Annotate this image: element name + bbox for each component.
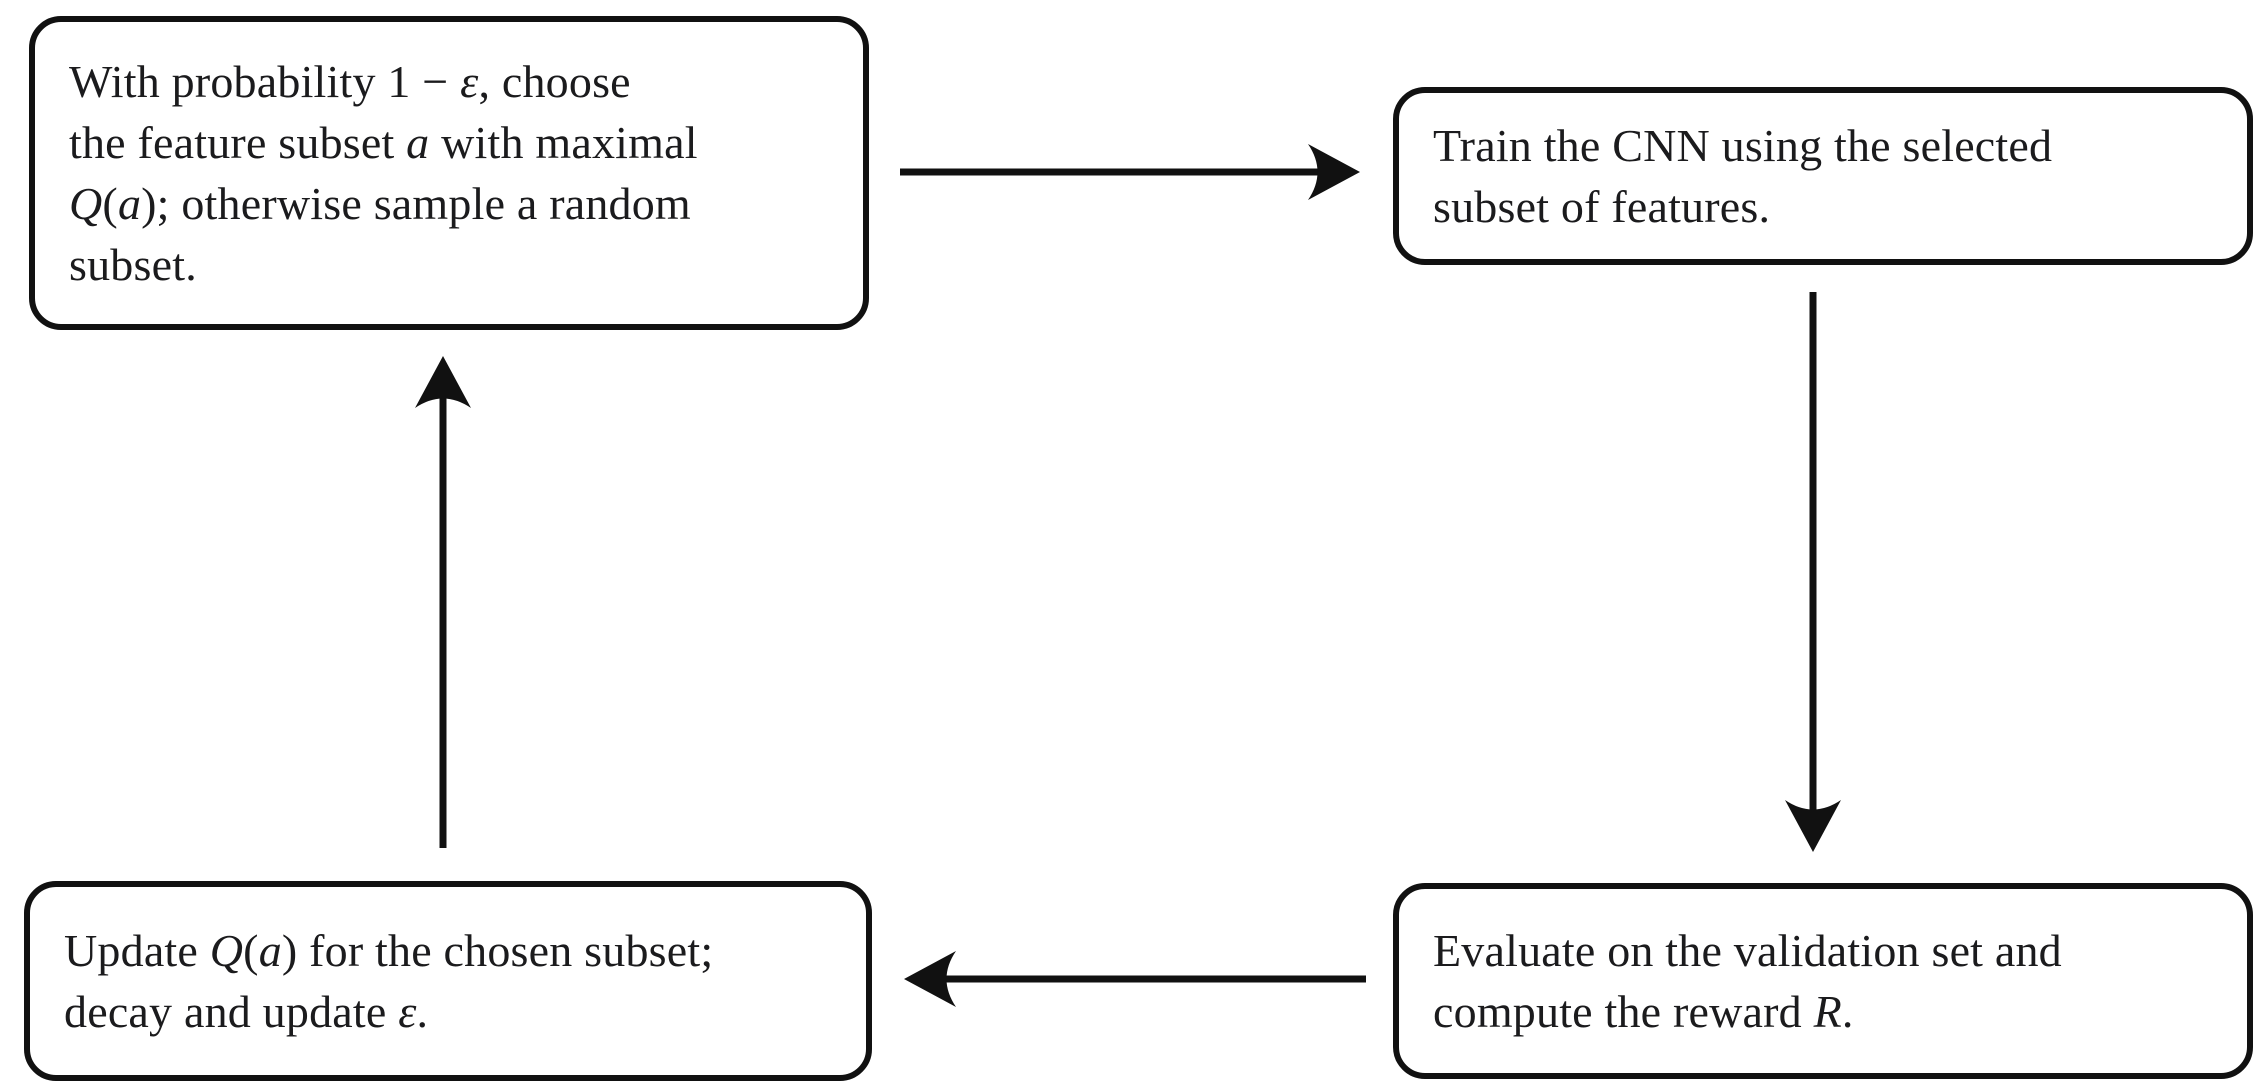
- text-segment: Evaluate on the validation set and: [1433, 925, 2062, 976]
- text-segment: subset of features.: [1433, 181, 1771, 232]
- text-segment: , choose: [478, 56, 631, 107]
- text-line: decay and update ε.: [64, 981, 832, 1042]
- text-segment: the feature subset: [69, 117, 407, 168]
- text-segment: with maximal: [429, 117, 698, 168]
- text-line: the feature subset a with maximal: [69, 112, 829, 173]
- arrow-right-icon: [900, 144, 1360, 200]
- text-line: With probability 1 − ε, choose: [69, 51, 829, 112]
- text-line: subset.: [69, 234, 829, 295]
- text-segment: (: [102, 178, 118, 229]
- text-segment: ); otherwise sample a random: [141, 178, 691, 229]
- arrow-down-icon: [1785, 292, 1841, 852]
- text-segment: .: [1841, 986, 1854, 1037]
- math-var: a: [117, 178, 142, 229]
- text-segment: compute the reward: [1433, 986, 1814, 1037]
- text-line: Train the CNN using the selected: [1433, 115, 2213, 176]
- math-var: ε: [460, 56, 479, 107]
- text-segment: (: [243, 925, 259, 976]
- arrow-up-icon: [415, 356, 471, 848]
- text-segment: ) for the chosen subset;: [281, 925, 714, 976]
- text-segment: .: [416, 986, 429, 1037]
- math-var: a: [258, 925, 282, 976]
- text-segment: subset.: [69, 239, 197, 290]
- text-line: Evaluate on the validation set and: [1433, 920, 2213, 981]
- math-var: Q: [209, 925, 244, 976]
- text-line: Q(a); otherwise sample a random: [69, 173, 829, 234]
- arrow-left-icon: [904, 951, 1366, 1007]
- text-line: compute the reward R.: [1433, 981, 2213, 1042]
- node-train-cnn: Train the CNN using the selected subset o…: [1393, 87, 2253, 265]
- math-var: R: [1813, 986, 1842, 1037]
- math-var: ε: [398, 986, 417, 1037]
- text-line: subset of features.: [1433, 176, 2213, 237]
- node-update-q: Update Q(a) for the chosen subset;decay …: [24, 881, 872, 1081]
- text-segment: With probability 1 −: [69, 56, 461, 107]
- math-var: Q: [69, 178, 103, 229]
- text-segment: Train the CNN using the selected: [1433, 120, 2053, 171]
- text-segment: decay and update: [64, 986, 399, 1037]
- math-var: a: [406, 117, 430, 168]
- text-line: Update Q(a) for the chosen subset;: [64, 920, 832, 981]
- text-segment: Update: [64, 925, 210, 976]
